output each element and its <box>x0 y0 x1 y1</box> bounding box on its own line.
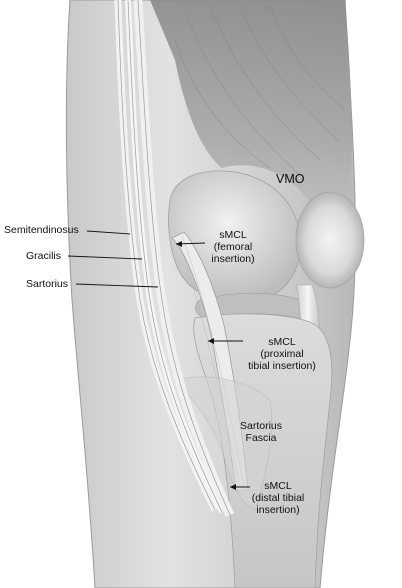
patella <box>295 191 365 289</box>
muscle-fibers <box>174 4 346 176</box>
smcl-femoral-label: sMCL (femoral insertion) <box>211 229 255 265</box>
sartorius-fascia <box>174 376 272 511</box>
sartorius-fascia-label: Sartorius Fascia <box>239 420 282 444</box>
pes-anserinus-tendons <box>114 0 235 517</box>
smcl-distal-label: sMCL (distal tibial insertion) <box>251 480 305 516</box>
semitendinosus-label: Semitendinosus <box>4 224 79 236</box>
vmo-label: VMO <box>276 172 305 186</box>
vmo-muscle <box>150 0 352 240</box>
sartorius-leader <box>75 283 159 288</box>
gracilis-leader <box>67 255 143 260</box>
leader-lines <box>67 230 250 488</box>
semitendinosus-leader <box>86 230 131 235</box>
leader-arrowheads <box>176 241 236 490</box>
sartorius-label: Sartorius <box>26 278 69 290</box>
gracilis-label: Gracilis <box>26 250 62 262</box>
smcl-proximal-label: sMCL (proximal tibial insertion) <box>248 336 316 372</box>
